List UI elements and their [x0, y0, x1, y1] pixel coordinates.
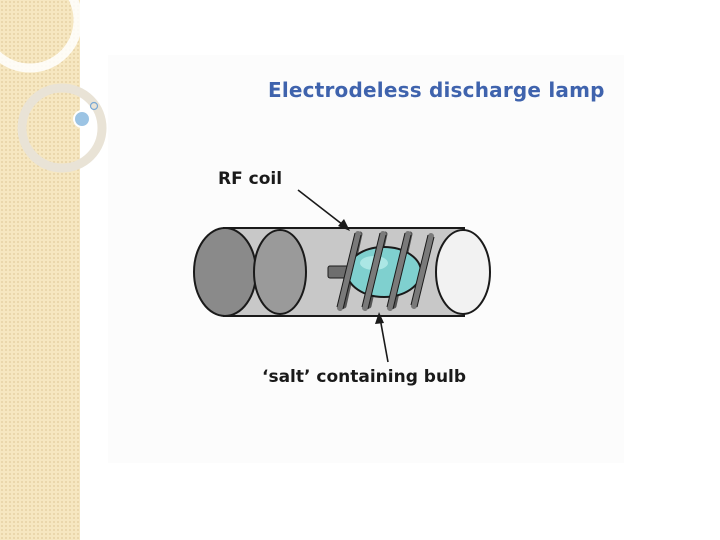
rf-coil-label: RF coil: [218, 169, 283, 189]
tube-inner-left-disc: [253, 229, 307, 315]
rf-coil-front: [337, 231, 434, 311]
tiny-deco-dot: [89, 101, 99, 111]
medium-deco-ring: [17, 83, 107, 173]
bulb-label: ‘salt’ containing bulb: [262, 367, 467, 387]
diagram-title: Electrodeless discharge lamp: [268, 78, 605, 102]
salt-bulb: [346, 246, 422, 298]
large-deco-ring: [0, 0, 83, 73]
rf-coil-outline: [336, 232, 435, 310]
bulb-pointer-line: [379, 317, 389, 363]
rf-coil-pointer-line: [297, 189, 348, 229]
decorative-circles: [0, 0, 107, 173]
tube-left-end: [193, 227, 257, 317]
rf-coil-arrowhead: [338, 219, 350, 231]
bulb-arrowhead: [375, 312, 384, 324]
tube-right-end: [435, 229, 491, 315]
small-deco-dot: [73, 110, 91, 128]
